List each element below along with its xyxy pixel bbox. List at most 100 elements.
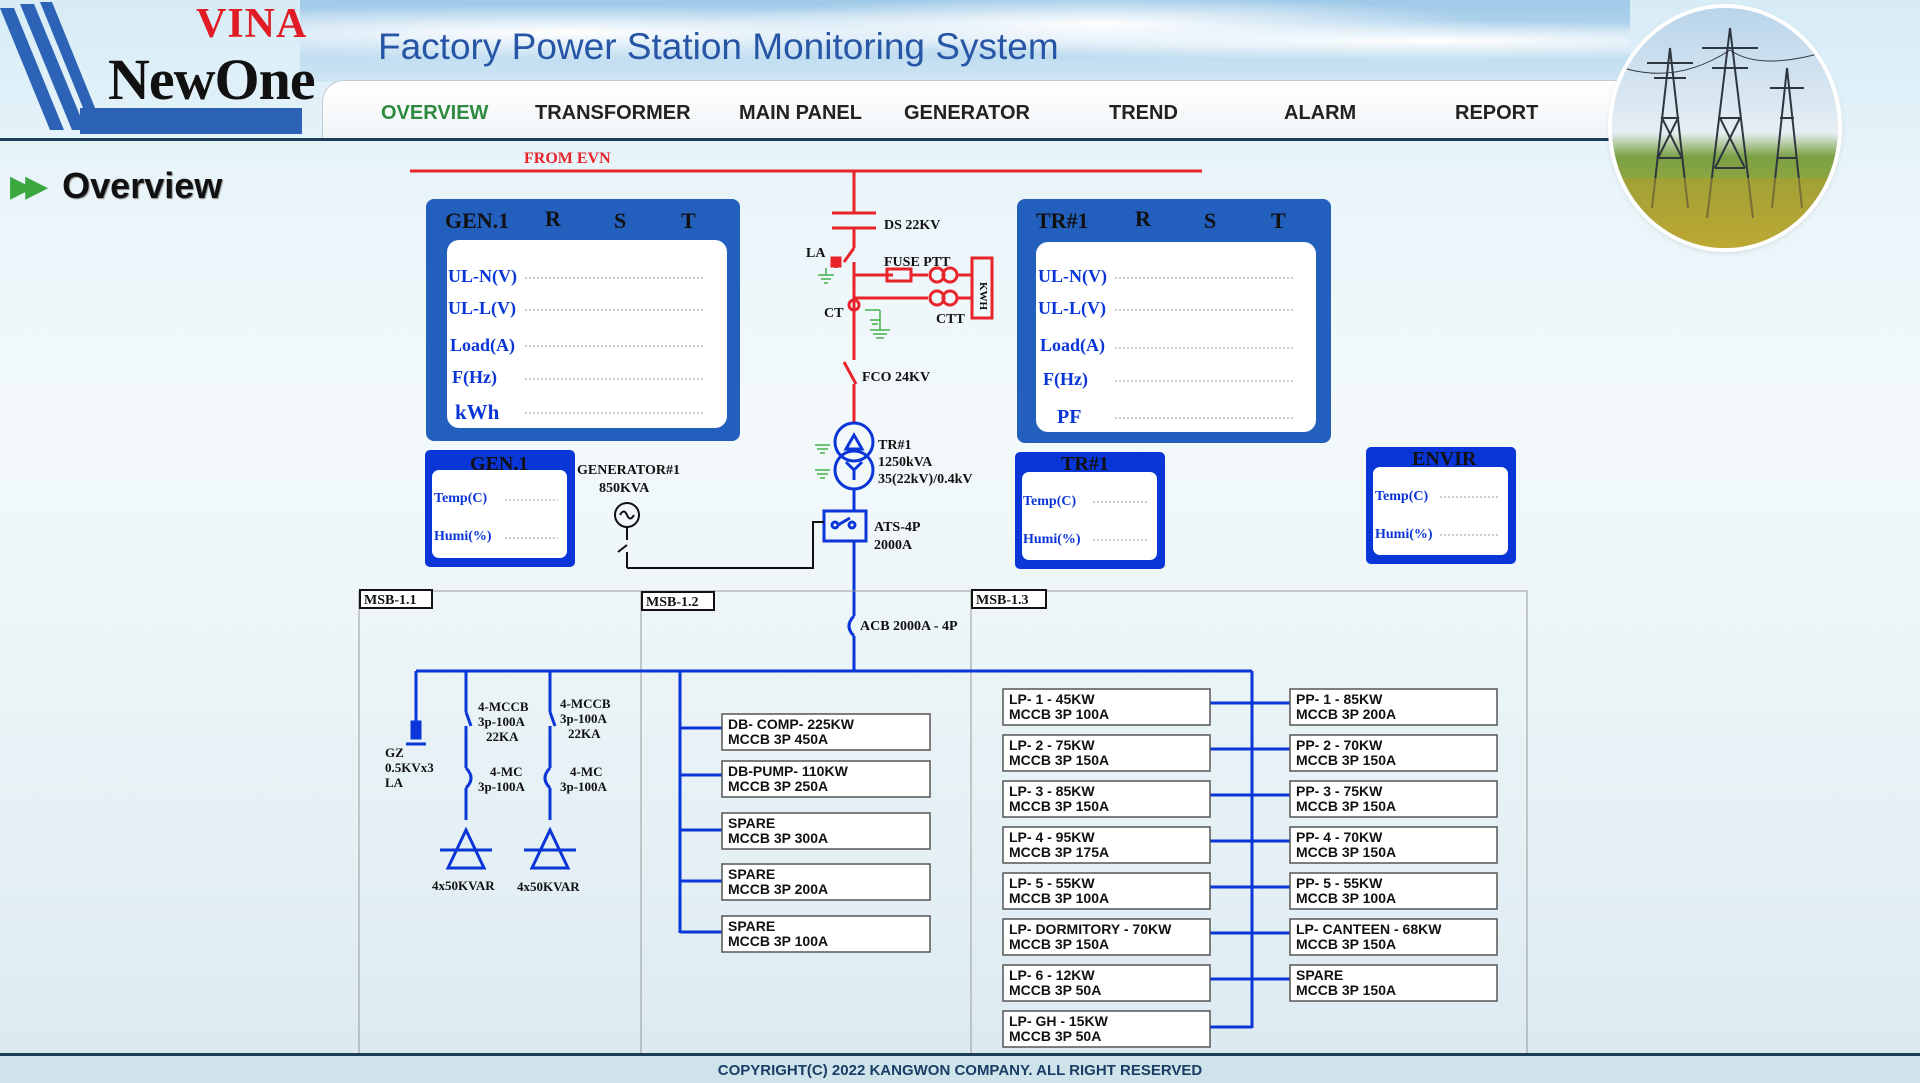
ctt-label: CTT <box>936 312 965 327</box>
feeder-box[interactable] <box>1289 688 1498 726</box>
envir-env-temp: Temp(C) <box>1375 489 1428 504</box>
gen1-row-uln: UL-N(V) <box>448 266 517 287</box>
hv-incoming-line <box>830 171 994 423</box>
feeder-breaker: MCCB 3P 150A <box>1009 798 1109 814</box>
tr1-kva-label: 1250kVA <box>878 455 933 470</box>
feeder-box[interactable] <box>721 863 931 901</box>
main-nav: OVERVIEW TRANSFORMER MAIN PANEL GENERATO… <box>322 80 1624 141</box>
feeder-name: DB-PUMP- 110KW <box>728 763 849 779</box>
ats-label: ATS-4P <box>874 520 921 535</box>
feeder-box[interactable] <box>1002 826 1211 864</box>
mc1-line2: 3p-100A <box>478 779 526 794</box>
generator-kva-label: 850KVA <box>599 481 650 496</box>
envir-env-panel: ENVIR Temp(C) Humi(%) <box>1366 447 1516 564</box>
power-pylon-photo <box>1612 8 1838 248</box>
feeder-name: PP- 5 - 55KW <box>1296 875 1383 891</box>
nav-tab-report[interactable]: REPORT <box>1455 102 1539 124</box>
tr1-measure-panel: TR#1 R S T UL-N(V) UL-L(V) Load(A) F(Hz)… <box>1017 199 1331 443</box>
feeder-breaker: MCCB 3P 300A <box>728 830 828 846</box>
feeder-breaker: MCCB 3P 200A <box>1296 706 1396 722</box>
nav-tab-transformer[interactable]: TRANSFORMER <box>535 102 691 124</box>
msb11-tag: MSB-1.1 <box>364 593 417 608</box>
feeder-box[interactable] <box>721 812 931 850</box>
mccb2-line3: 22KA <box>568 726 601 741</box>
kwh-label: KWH <box>977 282 989 311</box>
nav-tab-main-panel[interactable]: MAIN PANEL <box>739 102 862 124</box>
feeder-box[interactable] <box>1289 918 1498 956</box>
section-title: Overview <box>62 165 223 206</box>
nav-tab-generator[interactable]: GENERATOR <box>904 102 1030 124</box>
feeder-breaker: MCCB 3P 450A <box>728 731 828 747</box>
feeder-name: LP- DORMITORY - 70KW <box>1009 921 1172 937</box>
feeder-breaker: MCCB 3P 150A <box>1009 936 1109 952</box>
tr1-phase-t: T <box>1271 208 1286 233</box>
fuse-ptt-label: FUSE PTT <box>884 255 951 270</box>
feeder-name: LP- 6 - 12KW <box>1009 967 1095 983</box>
brand-top: VINA <box>196 1 308 47</box>
feeder-box[interactable] <box>1002 780 1211 818</box>
tr1-row-ull: UL-L(V) <box>1038 298 1106 319</box>
feeder-breaker: MCCB 3P 50A <box>1009 982 1101 998</box>
brand-logo: VINA NewOne <box>0 0 316 135</box>
gz-label: GZ <box>385 745 404 760</box>
nav-tab-overview[interactable]: OVERVIEW <box>381 102 489 124</box>
copyright-text: COPYRIGHT(C) 2022 KANGWON COMPANY. ALL R… <box>717 1062 1203 1079</box>
feeder-name: LP- 1 - 45KW <box>1009 691 1095 707</box>
nav-tab-alarm[interactable]: ALARM <box>1284 102 1357 124</box>
feeder-name: LP- GH - 15KW <box>1009 1013 1109 1029</box>
feeder-name: LP- 3 - 85KW <box>1009 783 1095 799</box>
feeder-breaker: MCCB 3P 150A <box>1296 936 1396 952</box>
feeder-box[interactable] <box>1289 872 1498 910</box>
feeder-box[interactable] <box>721 713 931 751</box>
tr1-row-uln: UL-N(V) <box>1038 266 1107 287</box>
tr1-label: TR#1 <box>878 438 911 453</box>
feeder-box[interactable] <box>1002 734 1211 772</box>
feeder-box[interactable] <box>1002 1010 1211 1048</box>
section-heading: ▶▶ Overview <box>10 165 222 207</box>
feeder-name: LP- 4 - 95KW <box>1009 829 1095 845</box>
feeder-box[interactable] <box>721 760 931 798</box>
gen1-phase-r: R <box>545 206 562 231</box>
kvar2-label: 4x50KVAR <box>517 879 580 894</box>
gz-la-label: LA <box>385 775 404 790</box>
feeder-box[interactable] <box>1002 964 1211 1002</box>
feeder-breaker: MCCB 3P 175A <box>1009 844 1109 860</box>
feeder-name: SPARE <box>728 918 775 934</box>
nav-tab-trend[interactable]: TREND <box>1109 102 1178 124</box>
feeder-box[interactable] <box>1289 780 1498 818</box>
feeder-box[interactable] <box>1002 688 1211 726</box>
tr1-row-freq: F(Hz) <box>1043 369 1088 390</box>
feeder-box[interactable] <box>1289 964 1498 1002</box>
gen1-row-ull: UL-L(V) <box>448 298 516 319</box>
feeder-box[interactable] <box>1002 872 1211 910</box>
feeder-box[interactable] <box>1289 826 1498 864</box>
envir-env-humi: Humi(%) <box>1375 527 1433 542</box>
msb11-branches <box>406 671 576 870</box>
ats-amp-label: 2000A <box>874 538 913 553</box>
header-sky-banner <box>300 0 1630 82</box>
tr1-phase-r: R <box>1135 206 1152 231</box>
msb-tags: MSB-1.1 MSB-1.2 MSB-1.3 <box>359 589 1047 611</box>
feeder-name: LP- 2 - 75KW <box>1009 737 1095 753</box>
gen1-measure-panel: GEN.1 R S T UL-N(V) UL-L(V) Load(A) F(Hz… <box>426 199 740 441</box>
feeder-box[interactable] <box>1002 918 1211 956</box>
mc1-line1: 4-MC <box>490 764 523 779</box>
acb-label: ACB 2000A - 4P <box>860 619 958 634</box>
msb12-feeder-taps <box>680 726 722 934</box>
gen1-row-kwh: kWh <box>455 400 500 424</box>
mccb1-line3: 22KA <box>486 729 519 744</box>
gen1-row-freq: F(Hz) <box>452 367 497 388</box>
feeder-breaker: MCCB 3P 100A <box>728 933 828 949</box>
feeder-box[interactable] <box>721 915 931 953</box>
feeder-breaker: MCCB 3P 100A <box>1009 890 1109 906</box>
ground-symbols <box>815 268 890 479</box>
msb13-feeder-list: LP- 1 - 45KW MCCB 3P 100A LP- 2 - 75KW MCCB… <box>1002 688 1498 1048</box>
app-title: Factory Power Station Monitoring System <box>378 26 1059 67</box>
footer: COPYRIGHT(C) 2022 KANGWON COMPANY. ALL R… <box>0 1053 1920 1083</box>
tr1-env-title: TR#1 <box>1061 453 1109 475</box>
msb13-feeder-taps <box>1210 701 1290 1029</box>
feeder-breaker: MCCB 3P 150A <box>1296 844 1396 860</box>
la-label: LA <box>806 246 826 261</box>
feeder-box[interactable] <box>1289 734 1498 772</box>
feeder-name: SPARE <box>728 866 775 882</box>
